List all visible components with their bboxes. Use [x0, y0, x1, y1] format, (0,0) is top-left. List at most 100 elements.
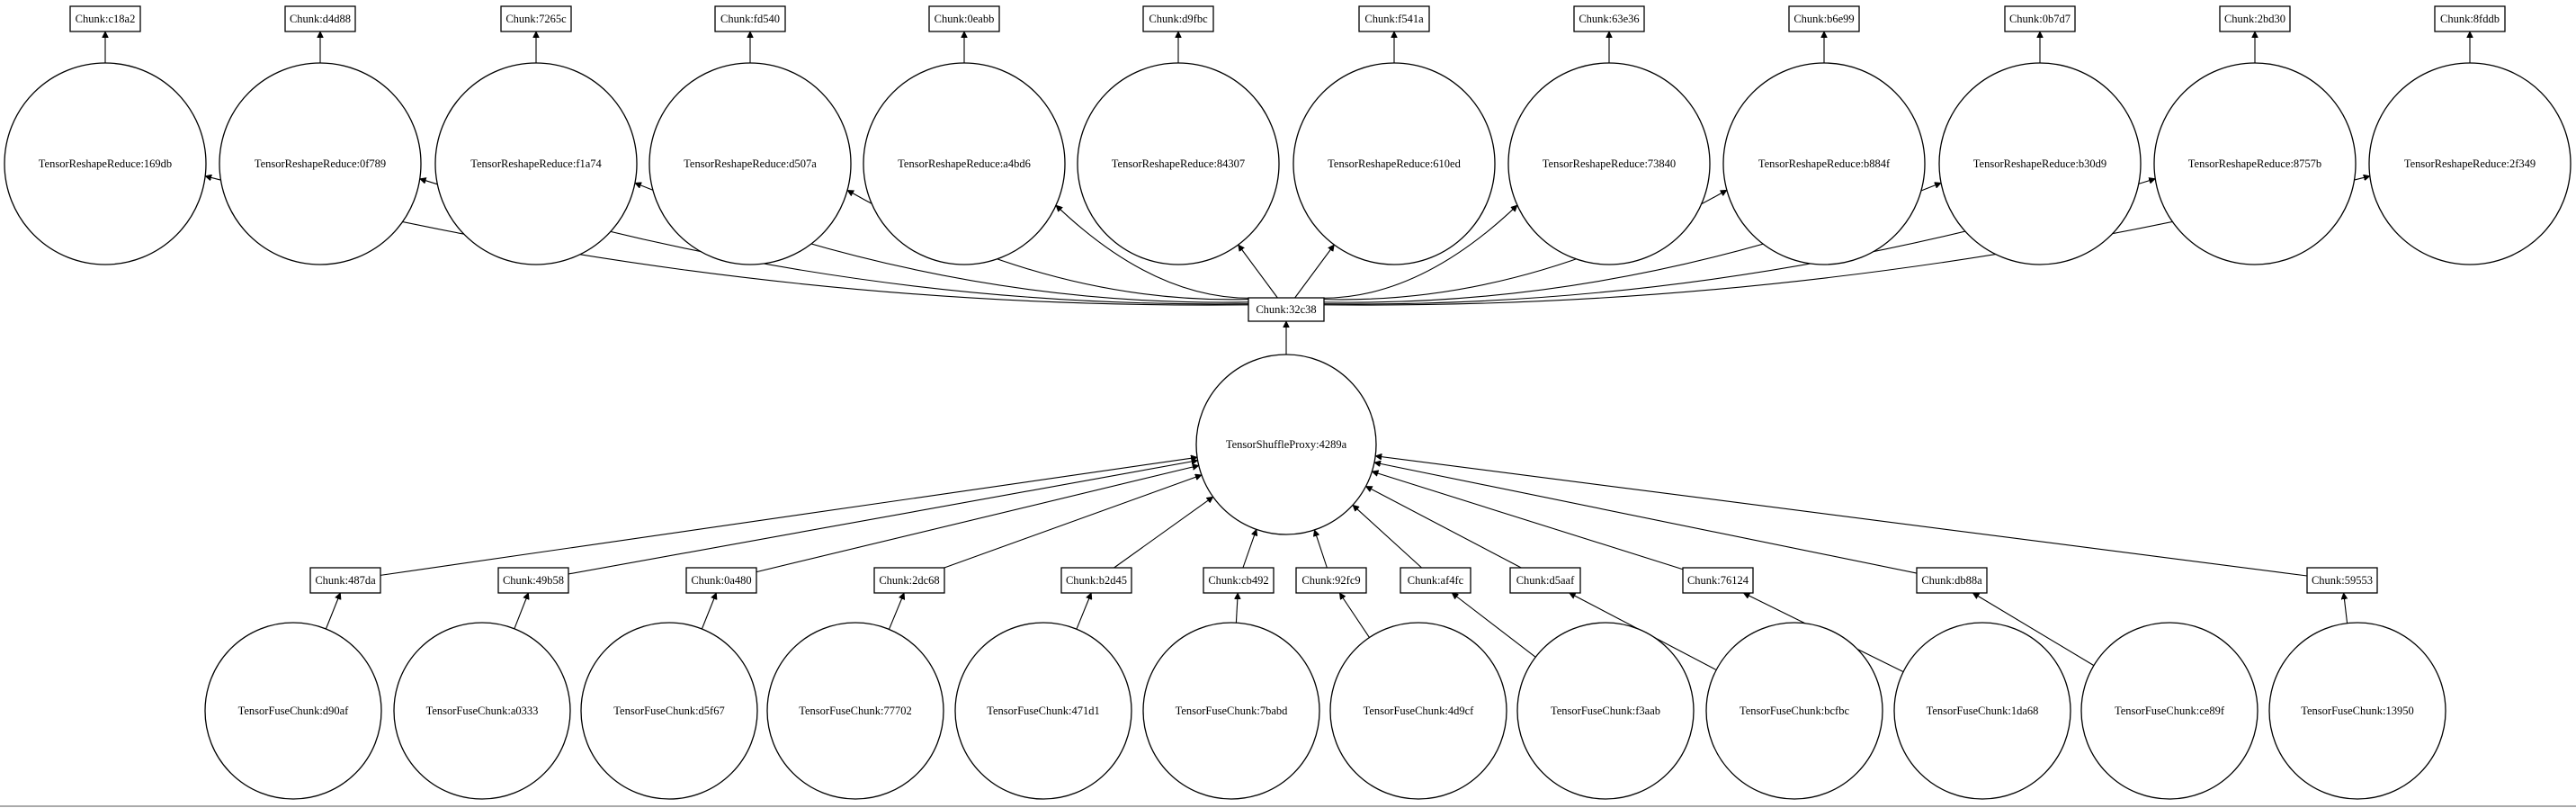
reduce-node-10[interactable]: TensorReshapeReduce:8757b [2153, 62, 2357, 265]
chunk-box [685, 567, 757, 594]
chunk-box [497, 567, 569, 594]
node-label: TensorReshapeReduce:610ed [1328, 157, 1461, 170]
central-chunk-node[interactable]: Chunk:32c38 [1248, 297, 1325, 322]
fuse-node-4[interactable]: TensorFuseChunk:471d1 [954, 622, 1132, 800]
chunk-box [1916, 567, 1988, 594]
node-label: Chunk:32c38 [1256, 303, 1316, 316]
mid-chunk-node-4[interactable]: Chunk:b2d45 [1060, 567, 1132, 594]
reduce-node-4[interactable]: TensorReshapeReduce:a4bd6 [863, 62, 1066, 265]
mid-chunk-node-2[interactable]: Chunk:0a480 [685, 567, 757, 594]
top-chunk-node-9[interactable]: Chunk:0b7d7 [2004, 5, 2076, 32]
chunk-box [1358, 5, 1430, 32]
operator-circle [1516, 622, 1695, 800]
mid-chunk-node-0[interactable]: Chunk:487da [309, 567, 381, 594]
node-label: Chunk:2bd30 [2224, 13, 2285, 25]
node-label: Chunk:59553 [2312, 574, 2373, 587]
node-label: Chunk:487da [315, 574, 376, 587]
fuse-node-5[interactable]: TensorFuseChunk:7babd [1142, 622, 1320, 800]
node-label: TensorReshapeReduce:2f349 [2404, 157, 2536, 170]
chunk-box [1509, 567, 1581, 594]
node-label: TensorFuseChunk:f3aab [1551, 705, 1660, 717]
reduce-node-7[interactable]: TensorReshapeReduce:73840 [1507, 62, 1711, 265]
top-chunk-node-3[interactable]: Chunk:fd540 [714, 5, 786, 32]
mid-chunk-node-3[interactable]: Chunk:2dc68 [873, 567, 945, 594]
fuse-node-8[interactable]: TensorFuseChunk:bcfbc [1705, 622, 1883, 800]
fuse-node-0[interactable]: TensorFuseChunk:d90af [204, 622, 382, 800]
chunk-box [1060, 567, 1132, 594]
fuse-node-3[interactable]: TensorFuseChunk:77702 [766, 622, 944, 800]
reduce-node-9[interactable]: TensorReshapeReduce:b30d9 [1938, 62, 2142, 265]
fuse-node-2[interactable]: TensorFuseChunk:d5f67 [580, 622, 758, 800]
operator-circle [434, 62, 638, 265]
node-label: Chunk:d4d88 [290, 13, 351, 25]
reduce-node-6[interactable]: TensorReshapeReduce:610ed [1292, 62, 1496, 265]
reduce-node-1[interactable]: TensorReshapeReduce:0f789 [219, 62, 422, 265]
operator-circle [2268, 622, 2446, 800]
node-label: TensorReshapeReduce:169db [39, 157, 172, 170]
chunk-box [309, 567, 381, 594]
node-label: Chunk:63e36 [1579, 13, 1639, 25]
fuse-node-1[interactable]: TensorFuseChunk:a0333 [393, 622, 571, 800]
top-chunk-node-2[interactable]: Chunk:7265c [500, 5, 572, 32]
top-chunk-node-5[interactable]: Chunk:d9fbc [1142, 5, 1214, 32]
chunk-box [873, 567, 945, 594]
top-chunk-node-7[interactable]: Chunk:63e36 [1573, 5, 1645, 32]
edge-fuse-to-chunk-0 [325, 593, 340, 630]
top-chunk-node-1[interactable]: Chunk:d4d88 [284, 5, 356, 32]
shuffle-proxy-node[interactable]: TensorShuffleProxy:4289a [1195, 354, 1377, 535]
node-label: Chunk:d5aaf [1516, 574, 1575, 587]
fuse-node-9[interactable]: TensorFuseChunk:1da68 [1893, 622, 2071, 800]
edge-fuse-to-chunk-4 [1076, 593, 1091, 630]
edge-chunk-to-shuffle-10 [1374, 462, 1918, 574]
fuse-node-6[interactable]: TensorFuseChunk:4d9cf [1329, 622, 1507, 800]
top-chunk-node-6[interactable]: Chunk:f541a [1358, 5, 1430, 32]
fuse-node-7[interactable]: TensorFuseChunk:f3aab [1516, 622, 1695, 800]
graph-nodes: Chunk:32c38TensorShuffleProxy:4289aTenso… [4, 5, 2572, 800]
reduce-node-0[interactable]: TensorReshapeReduce:169db [4, 62, 207, 265]
node-label: TensorFuseChunk:7babd [1176, 705, 1289, 717]
operator-circle [219, 62, 422, 265]
edge-chunk-to-shuffle-2 [756, 465, 1199, 573]
mid-chunk-node-10[interactable]: Chunk:db88a [1916, 567, 1988, 594]
top-chunk-node-8[interactable]: Chunk:b6e99 [1788, 5, 1860, 32]
mid-chunk-node-9[interactable]: Chunk:76124 [1682, 567, 1754, 594]
mid-chunk-node-6[interactable]: Chunk:92fc9 [1295, 567, 1367, 594]
node-label: TensorFuseChunk:13950 [2301, 705, 2414, 717]
edge-chunk-to-shuffle-5 [1242, 529, 1257, 569]
reduce-node-8[interactable]: TensorReshapeReduce:b884f [1722, 62, 1926, 265]
mid-chunk-node-7[interactable]: Chunk:af4fc [1400, 567, 1471, 594]
node-label: TensorFuseChunk:bcfbc [1740, 705, 1849, 717]
reduce-node-11[interactable]: TensorReshapeReduce:2f349 [2368, 62, 2572, 265]
top-chunk-node-10[interactable]: Chunk:2bd30 [2219, 5, 2291, 32]
fuse-node-10[interactable]: TensorFuseChunk:ce89f [2080, 622, 2258, 800]
node-label: TensorFuseChunk:4d9cf [1364, 705, 1475, 717]
mid-chunk-node-11[interactable]: Chunk:59553 [2306, 567, 2378, 594]
edge-fuse-to-chunk-5 [1236, 593, 1238, 624]
operator-circle [580, 622, 758, 800]
reduce-node-2[interactable]: TensorReshapeReduce:f1a74 [434, 62, 638, 265]
operator-circle [1195, 354, 1377, 535]
chunk-box [928, 5, 1000, 32]
reduce-node-3[interactable]: TensorReshapeReduce:d507a [648, 62, 852, 265]
edge-fuse-to-chunk-6 [1338, 593, 1370, 638]
node-label: Chunk:c18a2 [76, 13, 136, 25]
chunk-box [1142, 5, 1214, 32]
node-label: TensorFuseChunk:d5f67 [613, 705, 724, 717]
mid-chunk-node-5[interactable]: Chunk:cb492 [1203, 567, 1275, 594]
node-label: Chunk:8fddb [2440, 13, 2500, 25]
operator-circle [648, 62, 852, 265]
top-chunk-node-11[interactable]: Chunk:8fddb [2434, 5, 2506, 32]
node-label: Chunk:f541a [1364, 13, 1424, 25]
operator-circle [1077, 62, 1280, 265]
node-label: Chunk:2dc68 [879, 574, 939, 587]
node-label: Chunk:af4fc [1408, 574, 1464, 587]
top-chunk-node-0[interactable]: Chunk:c18a2 [69, 5, 141, 32]
top-chunk-node-4[interactable]: Chunk:0eabb [928, 5, 1000, 32]
mid-chunk-node-8[interactable]: Chunk:d5aaf [1509, 567, 1581, 594]
node-label: Chunk:0b7d7 [2009, 13, 2071, 25]
edge-fuse-to-chunk-10 [1972, 592, 2095, 667]
reduce-node-5[interactable]: TensorReshapeReduce:84307 [1077, 62, 1280, 265]
chunk-box [284, 5, 356, 32]
mid-chunk-node-1[interactable]: Chunk:49b58 [497, 567, 569, 594]
fuse-node-11[interactable]: TensorFuseChunk:13950 [2268, 622, 2446, 800]
